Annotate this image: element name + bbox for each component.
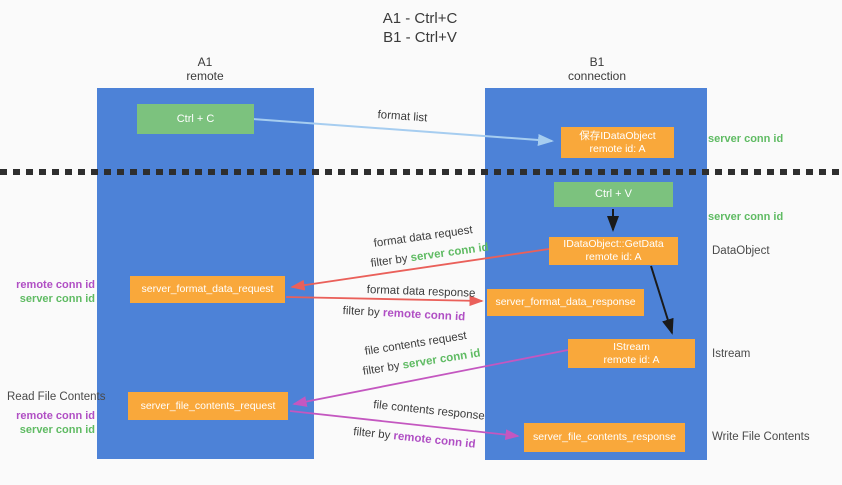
write-file-contents-label: Write File Contents [712, 431, 810, 443]
lane-b1-role: connection [567, 69, 627, 83]
getdata-box: IDataObject::GetData remote id: A [549, 237, 678, 265]
title-line-2: B1 - Ctrl+V [383, 29, 457, 46]
diagram-title: A1 - Ctrl+C B1 - Ctrl+V [300, 9, 540, 47]
remote-conn-id-text: remote conn id [392, 430, 477, 451]
lane-b1-name: B1 [589, 55, 605, 69]
server-file-contents-response-label: server_file_contents_response [532, 431, 676, 443]
lane-a1-name: A1 [197, 55, 213, 69]
server-format-data-request-label: server_format_data_request [141, 283, 274, 295]
server-file-contents-response-box: server_file_contents_response [524, 423, 685, 452]
server-conn-id-side-label-top: server conn id [708, 133, 784, 145]
lane-a1-role: remote [186, 69, 224, 83]
server-conn-id-side-label-2: server conn id [19, 424, 95, 436]
server-file-contents-request-box: server_file_contents_request [128, 392, 288, 420]
save-idataobject-line1: 保存IDataObject [579, 129, 656, 142]
server-format-data-request-box: server_format_data_request [130, 276, 285, 303]
server-conn-id-side-label-mid: server conn id [708, 211, 784, 223]
format-data-response-label: format data response [366, 284, 476, 300]
section-divider [0, 169, 842, 175]
istream-line1: IStream [613, 340, 650, 353]
server-file-contents-request-label: server_file_contents_request [140, 399, 276, 412]
remote-conn-id-side-label-1: remote conn id [16, 279, 95, 291]
file-contents-response-label: file contents response [372, 399, 486, 423]
server-conn-id-side-label-1: server conn id [19, 293, 95, 305]
server-format-data-response-label: server_format_data_response [495, 296, 636, 308]
istream-line2: remote id: A [603, 353, 660, 366]
save-idataobject-box: 保存IDataObject remote id: A [561, 127, 674, 158]
lane-header-a1: A1 remote [145, 55, 265, 83]
getdata-line2: remote id: A [585, 251, 642, 263]
ctrl-v-box: Ctrl + V [554, 182, 673, 207]
save-idataobject-line2: remote id: A [589, 142, 646, 155]
istream-box: IStream remote id: A [568, 339, 695, 368]
ctrl-c-label: Ctrl + C [176, 112, 215, 125]
lane-header-b1: B1 connection [537, 55, 657, 83]
filter-by-text: filter by [370, 252, 409, 270]
ctrl-c-box: Ctrl + C [137, 104, 254, 134]
getdata-line1: IDataObject::GetData [563, 238, 664, 250]
filter-by-remote-conn-id-label-1: filter by remote conn id [342, 305, 465, 323]
title-line-1: A1 - Ctrl+C [382, 10, 458, 27]
server-conn-id-text: server conn id [409, 241, 490, 265]
istream-side-label: Istream [712, 348, 751, 360]
server-format-data-response-box: server_format_data_response [487, 289, 644, 316]
format-request-conn-id-stack: remote conn id server conn id [0, 278, 95, 306]
remote-conn-id-side-label-2: remote conn id [16, 410, 95, 422]
filter-by-remote-conn-id-label-2: filter by remote conn id [353, 426, 476, 451]
ctrl-v-label: Ctrl + V [595, 188, 632, 200]
remote-conn-id-text: remote conn id [382, 307, 466, 324]
filter-by-text: filter by [352, 426, 391, 442]
read-file-contents-label: Read File Contents [7, 391, 106, 403]
server-conn-id-text: server conn id [401, 347, 482, 372]
format-list-label: format list [377, 109, 428, 125]
file-request-conn-id-stack: remote conn id server conn id [0, 409, 95, 437]
filter-by-text: filter by [342, 305, 381, 319]
filter-by-text: filter by [362, 360, 401, 378]
dataobject-side-label: DataObject [712, 245, 770, 257]
